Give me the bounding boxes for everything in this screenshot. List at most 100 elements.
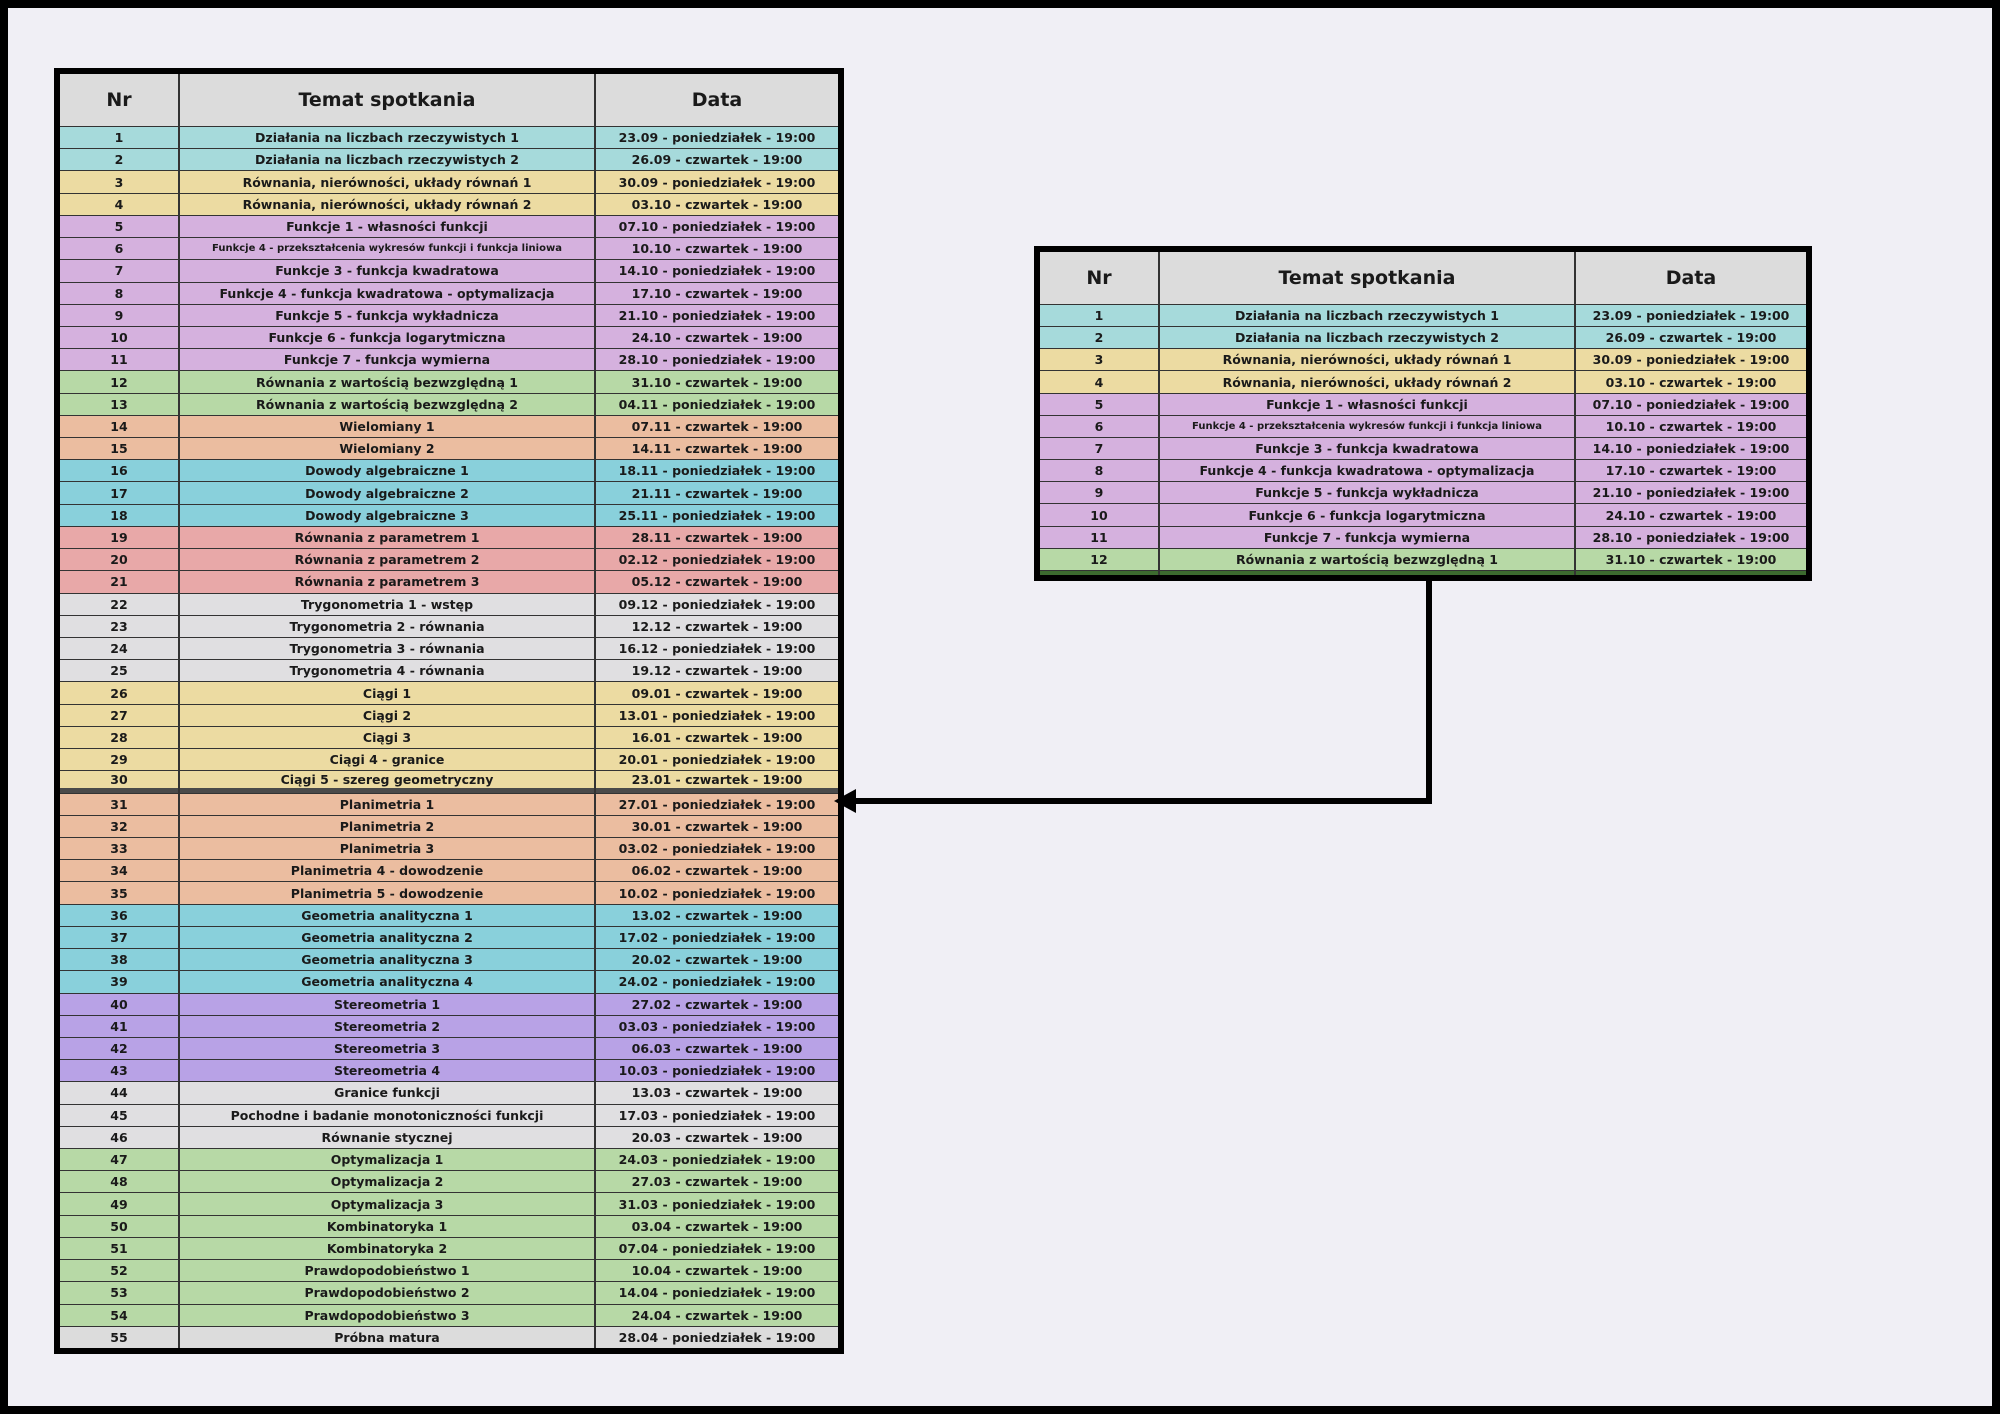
cell-data: 24.02 - poniedziałek - 19:00	[596, 971, 838, 993]
cell-data: 28.10 - poniedziałek - 19:00	[596, 349, 838, 371]
cell-temat: Kombinatoryka 2	[180, 1237, 594, 1260]
cell-data: 16.01 - czwartek - 19:00	[596, 726, 838, 749]
cell-data: 30.01 - czwartek - 19:00	[596, 815, 838, 837]
cell-nr: 6	[60, 238, 178, 260]
cell-temat: Działania na liczbach rzeczywistych 1	[1160, 305, 1574, 327]
cell-nr: 32	[60, 815, 178, 837]
cell-data: 10.02 - poniedziałek - 19:00	[596, 882, 838, 904]
cell-temat: Trygonometria 3 - równania	[180, 638, 594, 660]
cell-nr: 9	[60, 304, 178, 326]
cell-data: 23.01 - czwartek - 19:00	[596, 771, 838, 793]
cell-nr: 44	[60, 1082, 178, 1104]
cell-nr: 36	[60, 904, 178, 926]
cell-nr: 29	[60, 749, 178, 771]
cell-nr: 11	[1040, 526, 1158, 548]
cell-data: 14.10 - poniedziałek - 19:00	[1576, 437, 1806, 460]
cell-data: 28.10 - poniedziałek - 19:00	[1576, 526, 1806, 548]
table-cut-edge	[1160, 570, 1574, 575]
cell-nr: 22	[60, 593, 178, 615]
cell-data: 06.03 - czwartek - 19:00	[596, 1037, 838, 1060]
cell-temat: Trygonometria 2 - równania	[180, 615, 594, 638]
cell-temat: Planimetria 2	[180, 815, 594, 837]
cell-temat: Prawdopodobieństwo 3	[180, 1304, 594, 1326]
connector-line-vertical	[1426, 578, 1432, 804]
cell-nr: 12	[1040, 548, 1158, 570]
cell-temat: Funkcje 5 - funkcja wykładnicza	[1160, 482, 1574, 504]
cell-temat: Ciągi 5 - szereg geometryczny	[180, 771, 594, 793]
cell-data: 10.10 - czwartek - 19:00	[596, 238, 838, 260]
cell-temat: Działania na liczbach rzeczywistych 2	[180, 149, 594, 171]
cell-temat: Planimetria 4 - dowodzenie	[180, 860, 594, 882]
cell-data: 07.10 - poniedziałek - 19:00	[1576, 393, 1806, 415]
cell-data: 03.10 - czwartek - 19:00	[1576, 371, 1806, 393]
cell-temat: Równanie stycznej	[180, 1126, 594, 1149]
cell-temat: Równania z parametrem 3	[180, 571, 594, 593]
cell-temat: Funkcje 4 - funkcja kwadratowa - optymal…	[1160, 460, 1574, 482]
cell-nr: 48	[60, 1171, 178, 1193]
cell-temat: Funkcje 7 - funkcja wymierna	[1160, 526, 1574, 548]
cell-nr: 41	[60, 1015, 178, 1037]
cell-temat: Stereometria 1	[180, 993, 594, 1015]
cell-nr: 10	[60, 326, 178, 349]
cell-nr: 3	[1040, 349, 1158, 371]
cell-temat: Równania z wartością bezwzględną 1	[1160, 548, 1574, 570]
cell-temat: Funkcje 5 - funkcja wykładnicza	[180, 304, 594, 326]
cell-temat: Ciągi 4 - granice	[180, 749, 594, 771]
cell-nr: 2	[60, 149, 178, 171]
cell-temat: Stereometria 4	[180, 1060, 594, 1082]
cell-temat: Wielomiany 2	[180, 438, 594, 460]
cell-nr: 53	[60, 1282, 178, 1304]
cell-temat: Równania z parametrem 1	[180, 526, 594, 549]
cell-nr: 11	[60, 349, 178, 371]
cell-data: 26.09 - czwartek - 19:00	[1576, 327, 1806, 349]
cell-nr: 3	[60, 171, 178, 193]
cell-data: 21.11 - czwartek - 19:00	[596, 482, 838, 504]
cell-nr: 19	[60, 526, 178, 549]
cell-data: 17.10 - czwartek - 19:00	[596, 282, 838, 304]
cell-temat: Stereometria 3	[180, 1037, 594, 1060]
cell-nr: 17	[60, 482, 178, 504]
cell-temat: Działania na liczbach rzeczywistych 1	[180, 127, 594, 149]
cell-temat: Planimetria 3	[180, 837, 594, 860]
cell-temat: Funkcje 7 - funkcja wymierna	[180, 349, 594, 371]
cell-data: 03.02 - poniedziałek - 19:00	[596, 837, 838, 860]
cell-temat: Równania z wartością bezwzględną 1	[180, 371, 594, 393]
cell-nr: 4	[60, 193, 178, 215]
cell-temat: Równania, nierówności, układy równań 1	[180, 171, 594, 193]
cell-nr: 55	[60, 1326, 178, 1348]
cell-temat: Stereometria 2	[180, 1015, 594, 1037]
cell-data: 10.10 - czwartek - 19:00	[1576, 415, 1806, 437]
cell-nr: 33	[60, 837, 178, 860]
cell-temat: Funkcje 4 - przekształcenia wykresów fun…	[1160, 415, 1574, 437]
cell-data: 31.03 - poniedziałek - 19:00	[596, 1193, 838, 1215]
cell-nr: 42	[60, 1037, 178, 1060]
cell-nr: 9	[1040, 482, 1158, 504]
cell-nr: 6	[1040, 415, 1158, 437]
cell-data: 26.09 - czwartek - 19:00	[596, 149, 838, 171]
cell-data: 10.04 - czwartek - 19:00	[596, 1260, 838, 1282]
cell-temat: Ciągi 2	[180, 704, 594, 726]
cell-temat: Optymalizacja 3	[180, 1193, 594, 1215]
cell-data: 28.11 - czwartek - 19:00	[596, 526, 838, 549]
cell-data: 23.09 - poniedziałek - 19:00	[1576, 305, 1806, 327]
cell-data: 07.11 - czwartek - 19:00	[596, 415, 838, 438]
cell-data: 23.09 - poniedziałek - 19:00	[596, 127, 838, 149]
cell-temat: Równania z parametrem 2	[180, 549, 594, 571]
cell-nr: 2	[1040, 327, 1158, 349]
cell-nr: 43	[60, 1060, 178, 1082]
cell-data: 31.10 - czwartek - 19:00	[1576, 548, 1806, 570]
cell-nr: 21	[60, 571, 178, 593]
cell-temat: Ciągi 3	[180, 726, 594, 749]
cell-temat: Planimetria 5 - dowodzenie	[180, 882, 594, 904]
cell-temat: Dowody algebraiczne 3	[180, 504, 594, 526]
cell-temat: Funkcje 6 - funkcja logarytmiczna	[1160, 504, 1574, 526]
cell-nr: 4	[1040, 371, 1158, 393]
cell-data: 17.10 - czwartek - 19:00	[1576, 460, 1806, 482]
cell-data: 25.11 - poniedziałek - 19:00	[596, 504, 838, 526]
cell-data: 09.12 - poniedziałek - 19:00	[596, 593, 838, 615]
cell-nr: 30	[60, 771, 178, 793]
cell-data: 14.11 - czwartek - 19:00	[596, 438, 838, 460]
cell-nr: 39	[60, 971, 178, 993]
